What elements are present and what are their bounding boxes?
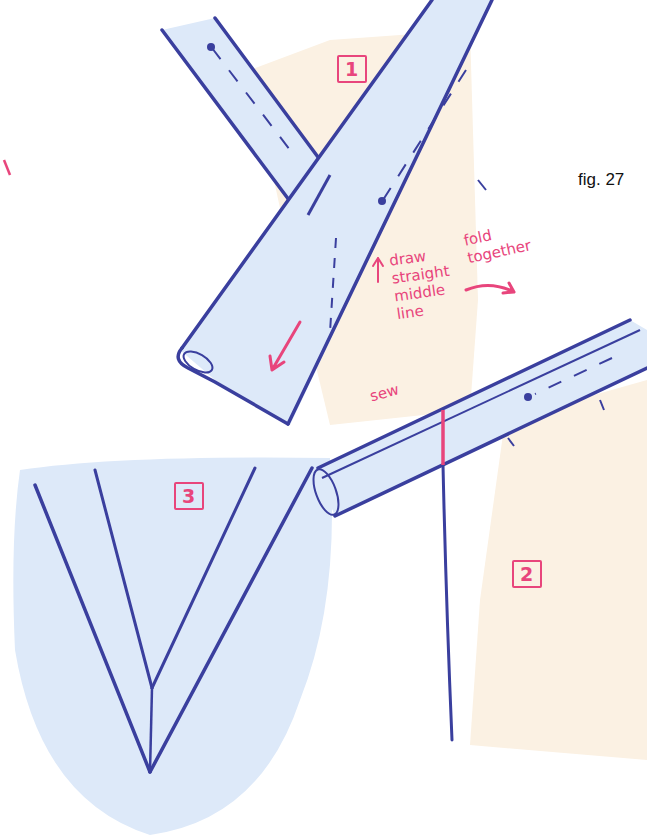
middle-line <box>330 238 336 332</box>
strip-edge <box>335 368 647 516</box>
strip-edge <box>308 175 330 215</box>
pointer-arrow <box>373 258 383 282</box>
strip-edge <box>162 30 298 212</box>
step-number: 2 <box>520 563 534 585</box>
middle-line <box>212 48 290 150</box>
strip-edge <box>152 468 255 688</box>
seam-line <box>441 410 445 465</box>
direction-arrow <box>270 322 300 370</box>
fragment-mark <box>4 160 10 175</box>
mark-dot <box>524 393 532 401</box>
bias-strip <box>318 320 647 516</box>
strip-edge <box>150 468 312 772</box>
strip-edge <box>318 320 630 468</box>
fabric-blob <box>13 458 332 836</box>
middle-line <box>383 70 466 200</box>
middle-line <box>535 358 612 394</box>
strip-edge <box>95 470 152 688</box>
mark-dot <box>207 43 215 51</box>
strip-edge <box>215 18 332 176</box>
mark-dot <box>378 197 386 205</box>
fold-arrow <box>466 283 514 293</box>
tick-mark <box>508 400 604 446</box>
step-number-box: 3 <box>174 482 204 510</box>
step-number-box: 1 <box>337 55 367 83</box>
instruction-note: draw straight middle line <box>388 243 461 323</box>
step-number: 1 <box>345 58 359 80</box>
figure-number: fig. 27 <box>578 170 624 190</box>
strip-end <box>308 466 343 518</box>
strip-edge <box>35 485 150 772</box>
strip-edge <box>322 330 640 478</box>
seam-line <box>150 688 152 772</box>
step-number-box: 2 <box>512 560 542 588</box>
tick-mark <box>478 180 486 190</box>
strip-end <box>180 347 216 377</box>
bias-strip <box>180 0 492 425</box>
step-number: 3 <box>182 485 196 507</box>
strip-edge <box>288 0 492 424</box>
strip-edge <box>443 465 452 740</box>
